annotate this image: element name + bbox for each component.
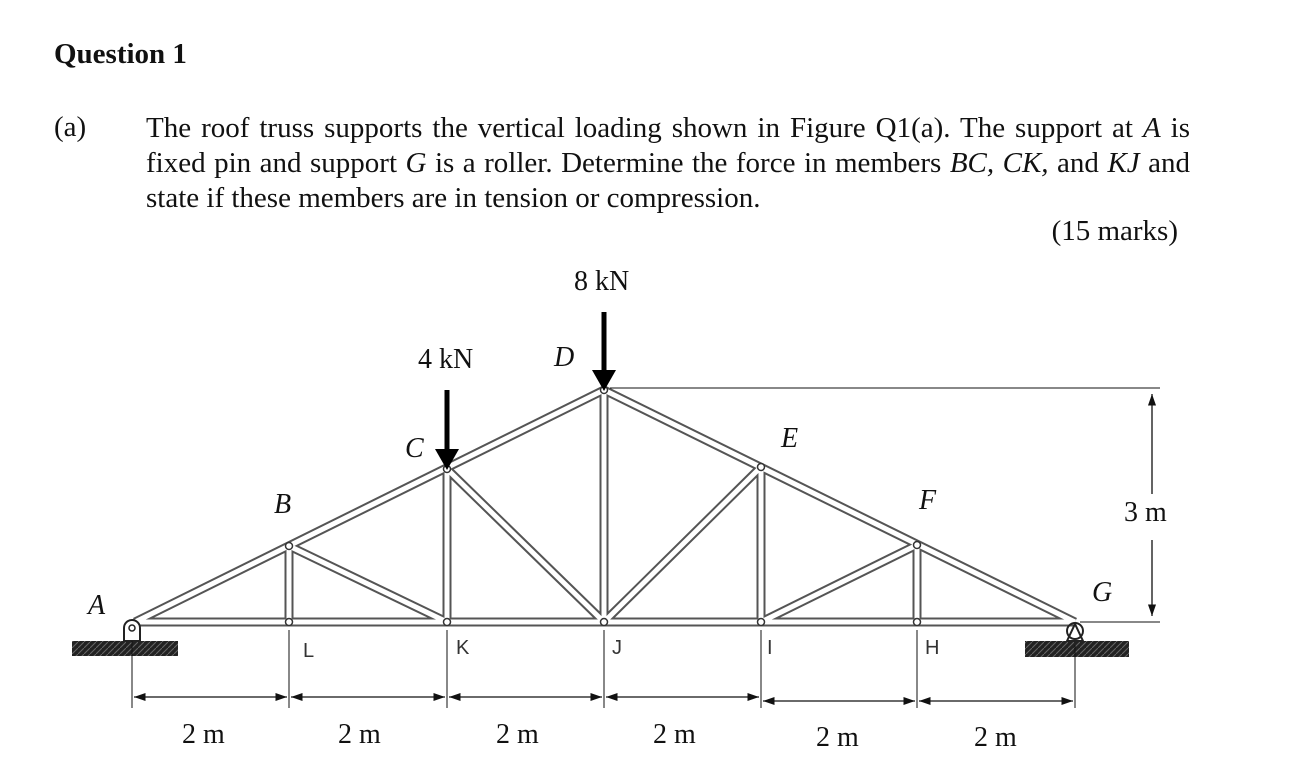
joint-label-l: L — [303, 640, 314, 662]
marks-label: (15 marks) — [1051, 215, 1178, 247]
text-c: is a roller. Determine the force in memb… — [426, 147, 950, 179]
joint-label-d: D — [553, 342, 574, 373]
span-label-4: 2 m — [653, 719, 696, 750]
span-label-2: 2 m — [338, 719, 381, 750]
joint-label-a: A — [86, 590, 106, 621]
joint-label-b: B — [274, 489, 291, 520]
joint-label-i: I — [767, 637, 773, 659]
node-a-ref: A — [1142, 112, 1161, 144]
joint-label-h: H — [925, 637, 939, 659]
load-label-c: 4 kN — [418, 344, 473, 375]
question-heading: Question 1 — [54, 38, 187, 70]
text-d: and — [1048, 147, 1108, 179]
joint-label-j: J — [612, 637, 622, 659]
span-label-3: 2 m — [496, 719, 539, 750]
load-arrow-c — [435, 390, 459, 470]
load-arrow-d — [592, 312, 616, 391]
joint-label-c: C — [405, 433, 424, 464]
truss-joints — [284, 385, 922, 627]
span-dimension — [131, 630, 1076, 708]
member-kj-ref: KJ — [1107, 147, 1140, 179]
joint-label-g: G — [1092, 577, 1112, 608]
pin-support-icon — [123, 619, 141, 642]
question-text: The roof truss supports the vertical loa… — [146, 111, 1190, 216]
joint-label-f: F — [918, 485, 937, 516]
roller-support-icon — [1065, 621, 1085, 642]
node-g-ref: G — [405, 147, 427, 179]
joint-label-k: K — [456, 637, 470, 659]
span-label-5: 2 m — [816, 722, 859, 753]
height-label: 3 m — [1124, 497, 1167, 528]
span-label-6: 2 m — [974, 722, 1017, 753]
text-b: is fixed pin and support — [146, 112, 1190, 179]
right-ground — [1025, 641, 1129, 657]
text-a: The roof truss supports the vertical loa… — [146, 112, 1143, 144]
load-label-d: 8 kN — [574, 266, 629, 297]
part-label: (a) — [54, 111, 87, 143]
text-e: and state if these members are in tensio… — [146, 147, 1191, 214]
members-ref: BC, CK, — [949, 147, 1049, 179]
height-dimension — [610, 387, 1160, 623]
span-label-1: 2 m — [182, 719, 225, 750]
left-ground — [72, 641, 178, 656]
joint-label-e: E — [780, 423, 798, 454]
